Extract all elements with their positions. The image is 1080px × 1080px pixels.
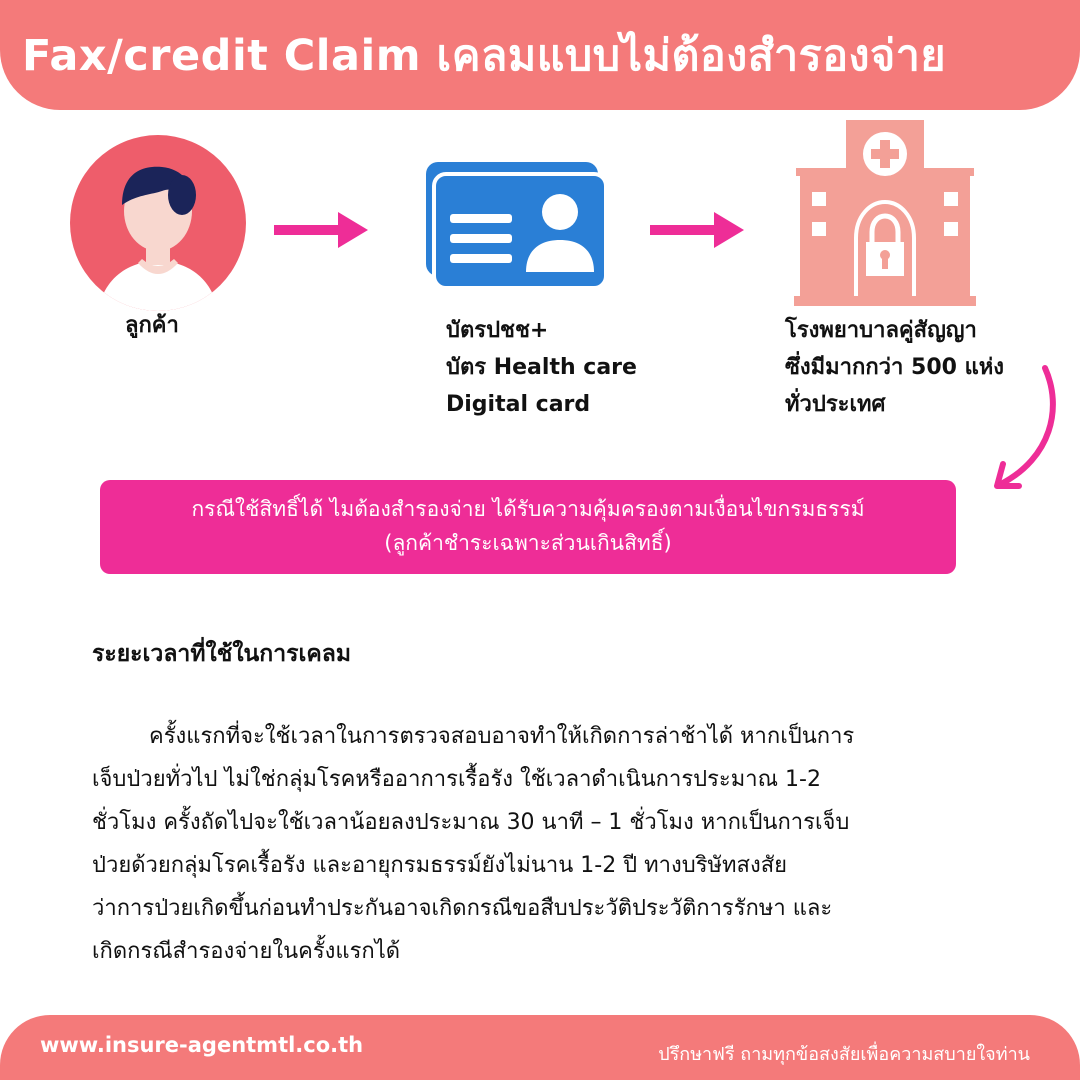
page-title: Fax/credit Claim เคลมแบบไม่ต้องสำรองจ่าย [22,31,947,81]
card-label: บัตรปชช+ บัตร Health care Digital card [446,318,637,417]
paragraph-line: เกิดกรณีสำรองจ่ายในครั้งแรกได้ [92,939,401,964]
hospital-label: โรงพยาบาลคู่สัญญา ซึ่งมีมากกว่า 500 แห่ง… [785,318,1005,417]
footer-tagline: ปรึกษาฟรี ถามทุกข้อสงสัยเพื่อความสบายใจท… [658,1044,1030,1065]
website-link[interactable]: www.insure-agentmtl.co.th [40,1033,364,1057]
header-banner: Fax/credit Claim เคลมแบบไม่ต้องสำรองจ่าย [0,0,1080,110]
paragraph-line: ป่วยด้วยกลุ่มโรคเรื้อรัง และอายุกรมธรรม์… [92,853,788,878]
coverage-callout: กรณีใช้สิทธิ์ได้ ไมต้องสำรองจ่าย ได้รับค… [100,480,956,574]
paragraph-line: ครั้งแรกที่จะใช้เวลาในการตรวจสอบอาจทำให้… [149,724,855,749]
id-card-icon [420,160,610,290]
paragraph-line: เจ็บป่วยทั่วไป ไม่ใช่กลุ่มโรคหรืออาการเร… [92,767,821,792]
paragraph-line: ชั่วโมง ครั้งถัดไปจะใช้เวลาน้อยลงประมาณ … [92,810,850,835]
arrow-right-icon [272,208,372,252]
hospital-icon [790,120,980,310]
arrow-right-icon [648,208,748,252]
paragraph-line: ว่าการป่วยเกิดขึ้นก่อนทำประกันอาจเกิดกรณ… [92,896,833,921]
callout-line: กรณีใช้สิทธิ์ได้ ไมต้องสำรองจ่าย ได้รับค… [191,497,865,521]
footer-banner [0,1015,1080,1080]
person-icon [70,135,246,311]
customer-label: ลูกค้า [125,313,179,338]
curved-arrow-icon [985,360,1065,495]
claim-duration-paragraph: ครั้งแรกที่จะใช้เวลาในการตรวจสอบอาจทำให้… [92,715,1032,973]
callout-line: (ลูกค้าชำระเฉพาะส่วนเกินสิทธิ์) [384,531,672,555]
section-heading: ระยะเวลาที่ใช้ในการเคลม [92,641,351,667]
